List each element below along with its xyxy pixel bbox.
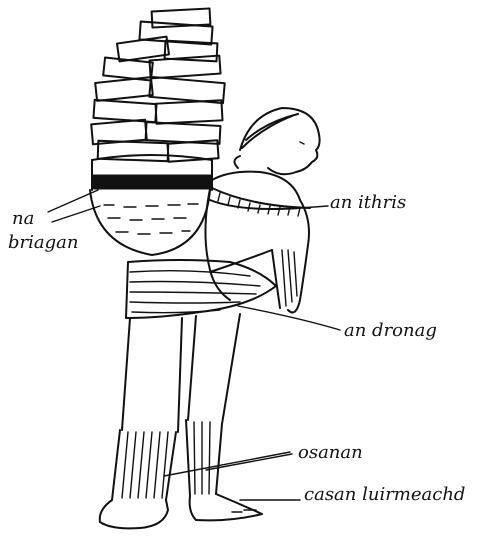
- label-na-briagan-line2: briagan: [8, 234, 78, 252]
- head: [234, 108, 319, 174]
- legs: [100, 314, 262, 528]
- label-an-ithris: an ithris: [330, 194, 406, 212]
- label-casan-luirmeachd: casan luirmeachd: [304, 486, 465, 504]
- label-osanan: osanan: [298, 444, 363, 462]
- creel-basket: [90, 155, 212, 255]
- label-an-dronag: an dronag: [344, 322, 437, 340]
- label-na-briagan-line1: na: [12, 210, 34, 228]
- peat-stack: [91, 8, 224, 161]
